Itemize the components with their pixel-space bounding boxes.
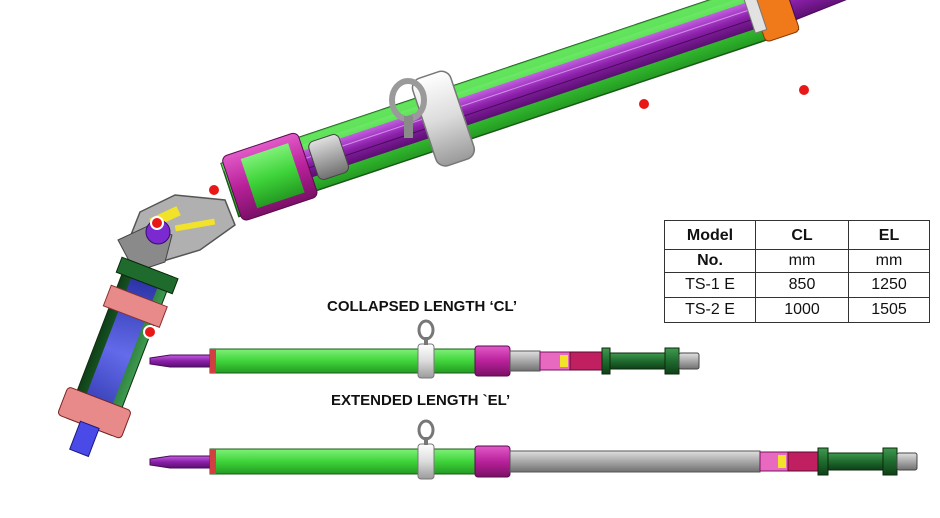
table-row: TS-2 E 1000 1505 — [664, 297, 930, 323]
header-el-unit: mm — [848, 249, 930, 273]
marker-dot — [150, 216, 164, 230]
extended-length-caption: EXTENDED LENGTH `EL’ — [331, 392, 511, 409]
collapsed-length-caption: COLLAPSED LENGTH ‘CL’ — [327, 298, 518, 315]
table-header-row: Model CL EL — [664, 220, 930, 250]
marker-dot — [797, 83, 811, 97]
articulated-joint — [117, 194, 236, 273]
marker-dot — [207, 183, 221, 197]
cell-cl: 1000 — [755, 297, 849, 323]
cell-el: 1505 — [848, 297, 930, 323]
header-el: EL — [848, 220, 930, 250]
table-row: TS-1 E 850 1250 — [664, 272, 930, 298]
lifting-eye-bolt — [389, 78, 427, 138]
cell-cl: 850 — [755, 272, 849, 298]
model-spec-table: Model CL EL No. mm mm TS-1 E 850 1250 TS… — [664, 220, 930, 323]
header-model-line2: No. — [664, 249, 756, 273]
header-model: Model — [664, 220, 756, 250]
cell-el: 1250 — [848, 272, 930, 298]
cell-model: TS-1 E — [664, 272, 756, 298]
extended-tool-drawing — [149, 419, 918, 480]
cell-model: TS-2 E — [664, 297, 756, 323]
collapsed-tool-drawing — [149, 319, 700, 379]
header-cl: CL — [755, 220, 849, 250]
cutaway-assembly-view — [58, 0, 908, 458]
table-unit-row: No. mm mm — [664, 249, 930, 273]
header-cl-unit: mm — [755, 249, 849, 273]
marker-dot — [637, 97, 651, 111]
marker-dot — [143, 325, 157, 339]
